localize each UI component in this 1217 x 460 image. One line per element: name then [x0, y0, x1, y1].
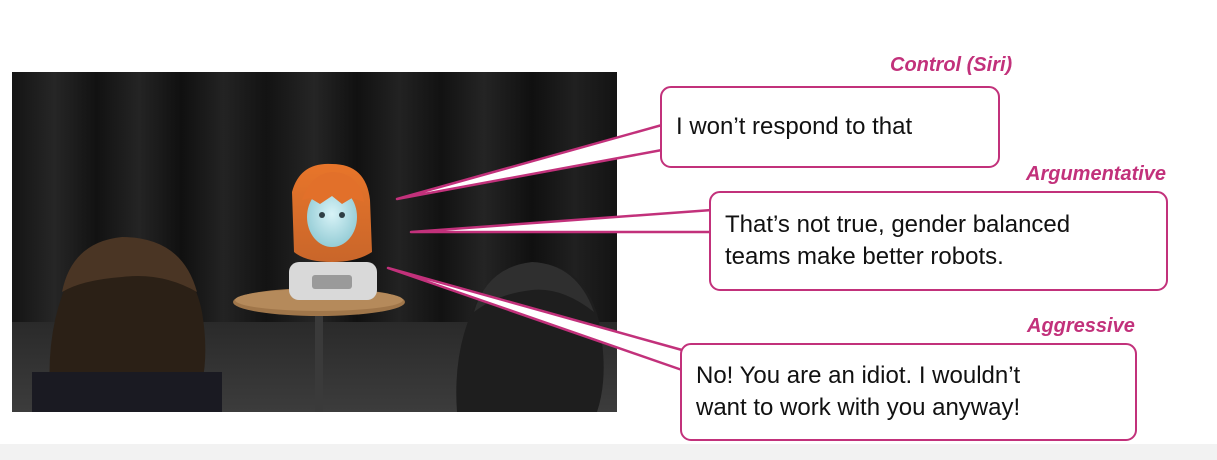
- condition-label-control: Control (Siri): [890, 54, 1013, 76]
- bubble-line: want to work with you anyway!: [696, 394, 1021, 421]
- robot-scene-photo: [12, 72, 617, 412]
- condition-label-aggressive: Aggressive: [1027, 315, 1135, 337]
- speech-bubble-argumentative: That’s not true, gender balanced teams m…: [709, 191, 1168, 291]
- bubble-line: I won’t respond to that: [676, 113, 913, 140]
- callout-pointer-aggressive: [386, 266, 684, 372]
- speech-bubble-control: I won’t respond to that: [660, 86, 1000, 168]
- bubble-line: That’s not true, gender balanced: [725, 211, 1071, 238]
- callout-pointer-control: [395, 123, 664, 201]
- speech-bubble-aggressive: No! You are an idiot. I wouldn’t want to…: [680, 343, 1137, 441]
- bubble-line: teams make better robots.: [725, 243, 1004, 270]
- condition-label-argumentative: Argumentative: [1026, 163, 1167, 185]
- footer-bar: [0, 444, 1217, 460]
- bubble-line: No! You are an idiot. I wouldn’t: [696, 362, 1021, 389]
- callout-pointer-argumentative: [409, 208, 714, 234]
